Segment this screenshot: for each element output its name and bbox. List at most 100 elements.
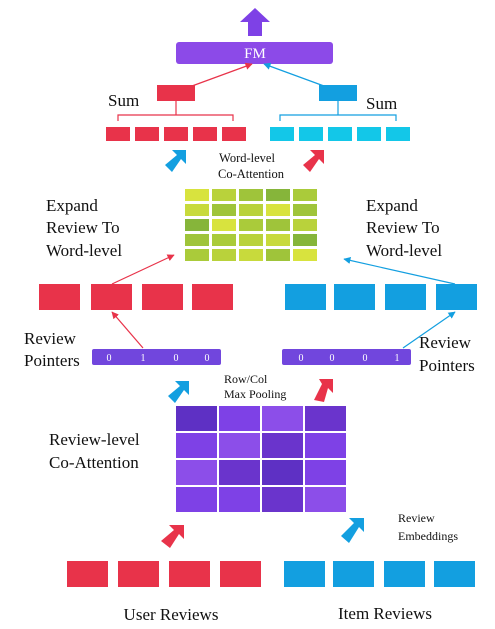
review-pointers-left-line2: Pointers <box>24 351 80 370</box>
user-expand-arrow <box>111 254 175 285</box>
item-word-vector <box>270 127 410 141</box>
review-attention-cell <box>219 433 260 458</box>
user-word-cell <box>106 127 130 141</box>
user-pointer-digit: 0 <box>174 353 179 364</box>
review-attention-cell <box>305 487 346 512</box>
item-pointer-digit: 1 <box>395 353 400 364</box>
sum-left-bracket <box>117 101 234 121</box>
expand-right-line3: Word-level <box>366 241 442 260</box>
item-review-block <box>334 284 375 310</box>
review-attention-cell <box>305 406 346 431</box>
word-attention-cell <box>239 219 263 231</box>
item-word-cell <box>357 127 381 141</box>
item-pointer-digit: 0 <box>299 353 304 364</box>
sum-right-label: Sum <box>366 94 397 113</box>
word-attention-cell <box>239 204 263 216</box>
word-attention-cell <box>293 234 317 246</box>
review-attention-cell <box>262 460 303 485</box>
sum-left-to-fm-arrow <box>191 62 253 87</box>
expand-left-line2: Review To <box>46 218 120 237</box>
review-pointers-right-line1: Review <box>419 333 472 352</box>
word-attention-cell <box>293 249 317 261</box>
sum-left-label: Sum <box>108 91 139 110</box>
user-input-red-arrow <box>161 525 184 548</box>
word-attention-cell <box>212 189 236 201</box>
word-attention-cell <box>185 249 209 261</box>
word-attention-cell <box>239 189 263 201</box>
user-review-block <box>39 284 80 310</box>
review-attention-cell <box>305 460 346 485</box>
user-pointer-digit: 0 <box>107 353 112 364</box>
user-review-embedding <box>220 561 261 587</box>
review-attention-cell <box>262 487 303 512</box>
item-input-blue-arrow <box>341 518 364 543</box>
user-pointer-vector: 0 1 0 0 <box>92 349 221 365</box>
review-attention-cell <box>176 433 217 458</box>
pooling-red-arrow <box>314 379 333 402</box>
item-pointer-digit: 0 <box>363 353 368 364</box>
item-review-block <box>385 284 426 310</box>
item-review-block <box>436 284 477 310</box>
user-review-embedding <box>118 561 159 587</box>
item-word-cell <box>299 127 323 141</box>
user-word-cell <box>193 127 217 141</box>
review-attention-cell <box>219 406 260 431</box>
word-attention-cell <box>266 234 290 246</box>
user-reviews-label: User Reviews <box>124 605 219 624</box>
word-attention-cell <box>239 234 263 246</box>
item-pointer-vector: 0 0 0 1 <box>282 349 411 365</box>
user-word-vector <box>106 127 246 141</box>
word-attention-cell <box>266 189 290 201</box>
expand-left-line1: Expand <box>46 196 98 215</box>
user-review-row-mid <box>39 284 233 310</box>
review-coattention-label-1: Review-level <box>49 430 140 449</box>
review-level-attention-grid <box>176 406 346 512</box>
user-word-cell <box>164 127 188 141</box>
review-embeddings-label-1: Review <box>398 511 435 525</box>
item-word-cell <box>270 127 294 141</box>
word-attention-cell <box>266 249 290 261</box>
word-attention-cell <box>212 249 236 261</box>
user-pointer-digit: 0 <box>205 353 210 364</box>
item-pointer-bar <box>282 349 411 365</box>
output-up-arrow <box>240 8 270 36</box>
expand-right-line1: Expand <box>366 196 418 215</box>
item-review-embedding <box>333 561 374 587</box>
word-attention-cell <box>293 219 317 231</box>
item-review-block <box>285 284 326 310</box>
word-attention-cell <box>185 234 209 246</box>
expand-left-line3: Word-level <box>46 241 122 260</box>
user-pointer-bar <box>92 349 221 365</box>
user-review-embedding <box>169 561 210 587</box>
word-attention-cell <box>212 234 236 246</box>
word-attention-cell <box>293 204 317 216</box>
review-pointers-left-line1: Review <box>24 329 77 348</box>
word-attention-cell <box>185 189 209 201</box>
review-attention-cell <box>176 487 217 512</box>
review-attention-cell <box>305 433 346 458</box>
word-attention-cell <box>185 204 209 216</box>
user-review-embedding <box>67 561 108 587</box>
pooling-label-1: Row/Col <box>224 372 268 386</box>
item-expand-arrow <box>343 256 456 285</box>
word-attention-cell <box>293 189 317 201</box>
word-coatt-red-arrow <box>303 150 324 172</box>
review-attention-cell <box>219 460 260 485</box>
fm-label: FM <box>244 46 266 62</box>
review-attention-cell <box>219 487 260 512</box>
word-coatt-blue-arrow <box>165 150 186 172</box>
word-attention-cell <box>239 249 263 261</box>
fm-box <box>176 42 333 64</box>
user-pointer-arrow <box>111 311 144 349</box>
item-pointer-digit: 0 <box>330 353 335 364</box>
review-pointers-right-line2: Pointers <box>419 356 475 375</box>
word-attention-cell <box>212 219 236 231</box>
item-review-embedding <box>284 561 325 587</box>
word-coattention-label-1: Word-level <box>219 151 275 165</box>
sum-left-box <box>157 85 195 101</box>
review-attention-cell <box>262 433 303 458</box>
review-attention-cell <box>176 406 217 431</box>
expand-right-line2: Review To <box>366 218 440 237</box>
